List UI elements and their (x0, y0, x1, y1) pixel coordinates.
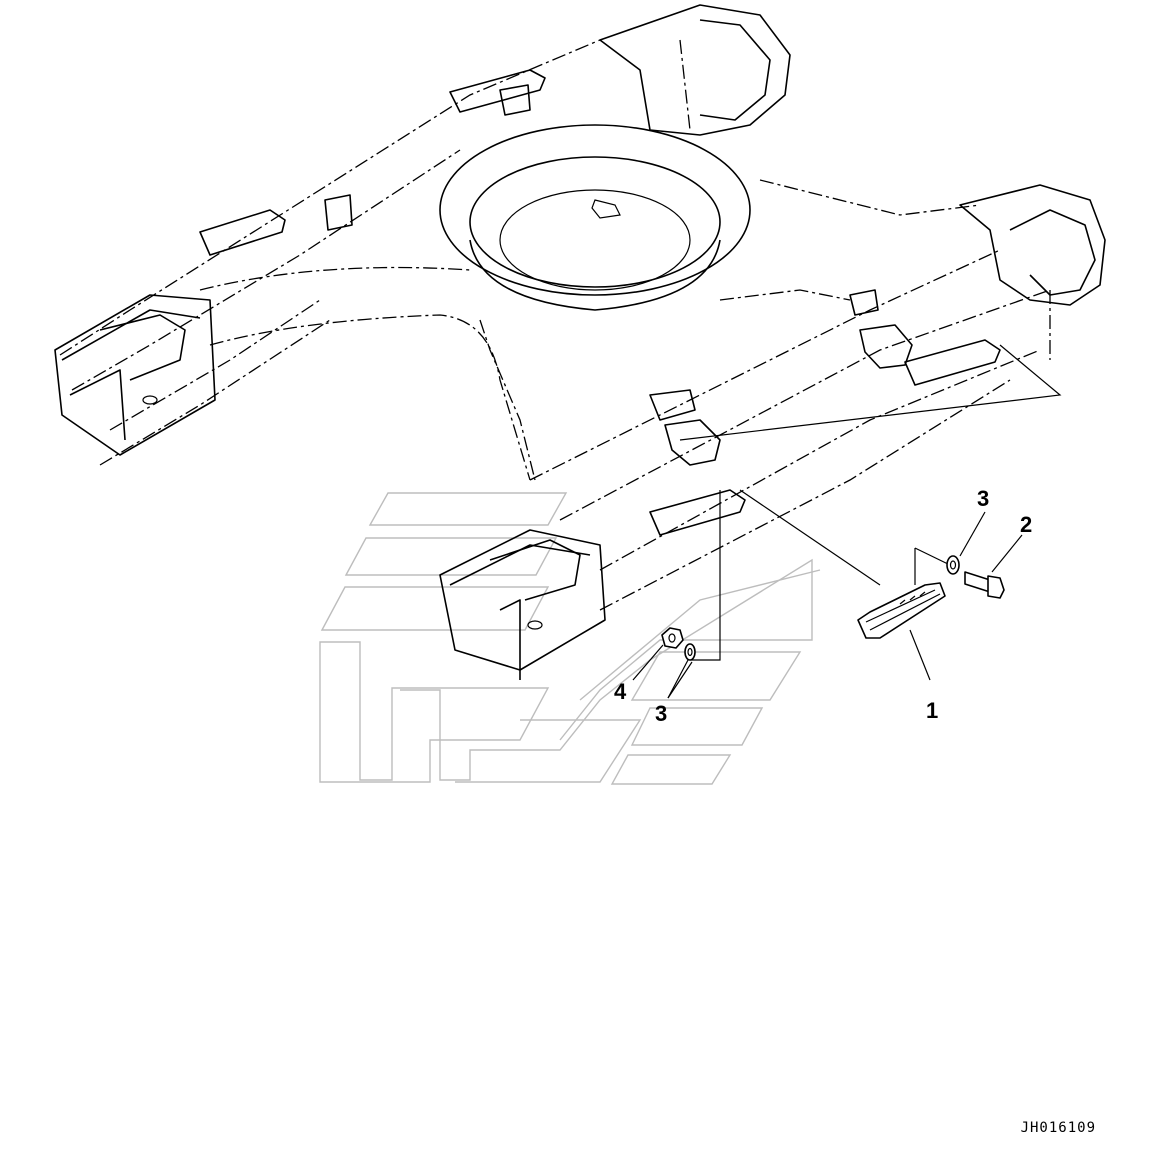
callout-1: 1 (926, 698, 939, 723)
drawing-code: JH016109 (1020, 1120, 1096, 1136)
step-bracket-icon (857, 582, 946, 639)
washer-icon (946, 555, 960, 575)
washer-icon (684, 643, 696, 661)
bolt-icon (964, 571, 1005, 599)
callout-2: 2 (1020, 512, 1033, 537)
exploded-guides (679, 344, 1062, 661)
callout-4: 4 (614, 679, 627, 704)
track-frame (54, 4, 1106, 680)
callout-3-lower: 3 (655, 701, 668, 726)
nut-icon (661, 627, 684, 649)
watermark-logo (319, 492, 821, 785)
callout-3-upper: 3 (977, 486, 990, 511)
callout-leaders (632, 511, 1023, 699)
